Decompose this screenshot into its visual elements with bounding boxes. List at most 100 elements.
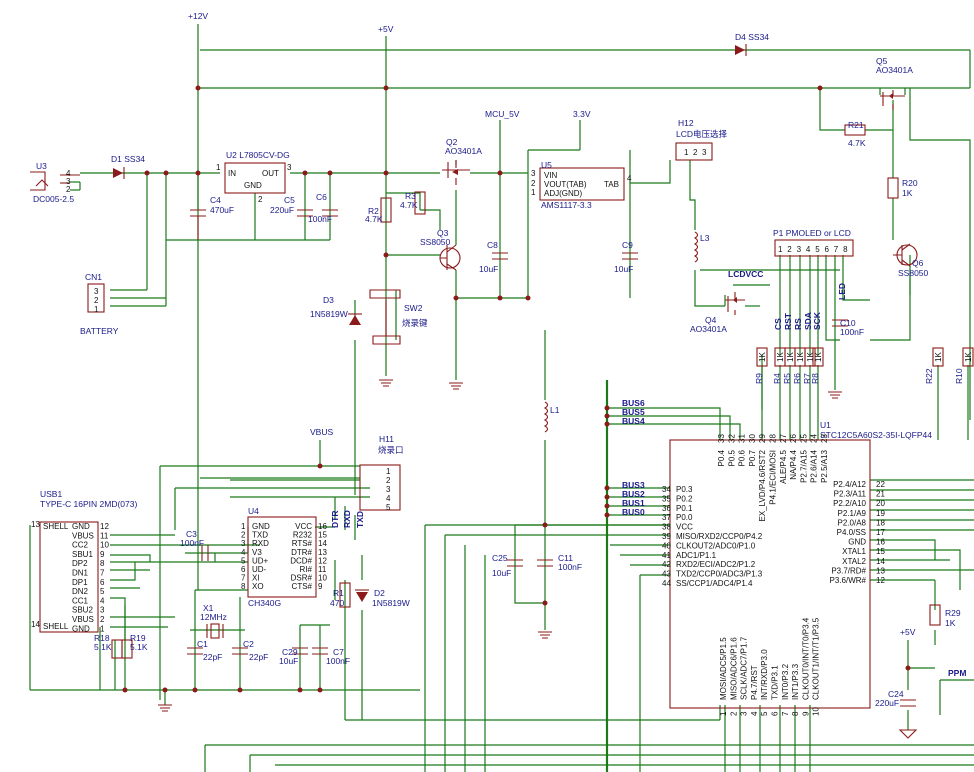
- c11-value: 100nF: [558, 562, 582, 572]
- u4-pin-name: DSR#: [291, 574, 313, 583]
- usb1-pin-num: 5: [100, 587, 105, 596]
- net-mcu5v: MCU_5V: [485, 109, 520, 119]
- net-bus1: BUS1: [622, 498, 645, 508]
- usb1-pin-name: GND: [72, 522, 90, 531]
- net-3v3: 3.3V: [573, 109, 591, 119]
- net-dtr: DTR: [330, 511, 340, 528]
- net-led: LED: [837, 283, 847, 300]
- usb1-pin-num: 8: [100, 559, 105, 568]
- u1-pin-name: SS/CCP1/ADC4/P1.4: [676, 579, 753, 588]
- u4-pin-num: 7: [241, 574, 246, 583]
- u1-pin-name: SCLK/ADC7/P1.7: [740, 636, 749, 700]
- u1-pin-name: TXD/P3.1: [771, 665, 780, 700]
- usb1-pin-num: 7: [100, 569, 105, 578]
- d3-value: 1N5819W: [310, 309, 348, 319]
- r21-ref: R21: [848, 120, 864, 130]
- u4-pin-name: RXD: [252, 539, 269, 548]
- u1-pin-name: ADC1/P1.1: [676, 551, 717, 560]
- u1-pin-name: P0.5: [727, 449, 736, 466]
- usb1-pin-num: 2: [100, 615, 105, 624]
- cn1-ref: CN1: [85, 272, 102, 282]
- c29-value: 10uF: [279, 656, 298, 666]
- u1-pin-name: MISO/RXD2/CCP0/P4.2: [676, 532, 763, 541]
- usb1-pin-name: CC1: [72, 596, 89, 605]
- u1-pin-name: RXD2/ECI/ADC2/P1.2: [676, 560, 756, 569]
- net-bus5: BUS5: [622, 407, 645, 417]
- u4-pin-num: 4: [241, 548, 246, 557]
- r29-ref: R29: [945, 608, 961, 618]
- c7-value: 100nF: [326, 656, 350, 666]
- u1-pin-name: P0.3: [676, 485, 693, 494]
- u4-pin-num: 15: [318, 531, 327, 540]
- x1-ref: X1: [203, 603, 214, 613]
- u1-pin-num: 35: [662, 494, 671, 503]
- p1-ref: P1 PMOLED or LCD: [773, 228, 851, 238]
- net-ppm: PPM: [948, 668, 966, 678]
- q4-ref: Q4: [705, 315, 717, 325]
- u1-pin-num: 43: [662, 570, 671, 579]
- u5-pin-num: 4: [627, 174, 632, 183]
- c24-ref: C24: [888, 689, 904, 699]
- u1-pin-name: MISO/ADC6/P1.6: [729, 637, 738, 700]
- u1-pin-num: 9: [801, 711, 810, 716]
- usb1-pin-num: 11: [100, 531, 109, 540]
- u4-pin-num: 1: [241, 522, 246, 531]
- r29-value: 1K: [945, 618, 956, 628]
- u4-pin-name: RTS#: [292, 539, 313, 548]
- u4-pin-num: 16: [318, 522, 327, 531]
- net-vbus: VBUS: [310, 427, 333, 437]
- u1-pin-name: P2.0/A8: [838, 518, 867, 527]
- c24-value: 220uF: [875, 698, 899, 708]
- u1-pin-num: 28: [769, 434, 778, 443]
- d1-ref: D1 SS34: [111, 154, 145, 164]
- u1-pin-name: P2.5/A13: [820, 449, 829, 482]
- sw2-ref: SW2: [404, 303, 423, 313]
- u4-pin-name: UD+: [252, 556, 269, 565]
- u4-pin-num: 2: [241, 531, 246, 540]
- c8-ref: C8: [487, 240, 498, 250]
- usb1-pin-name: DP2: [72, 559, 88, 568]
- c9-value: 10uF: [614, 264, 633, 274]
- u1-ref: U1: [820, 420, 831, 430]
- u1-pin-num: 38: [662, 523, 671, 532]
- u1-value: STC12C5A60S2-35I-LQFP44: [820, 430, 932, 440]
- u5-vin: VIN: [544, 171, 558, 180]
- usb1-pin-num: 10: [100, 541, 109, 550]
- u1-pin-name: EX_LVD/P4.6/RST2: [758, 449, 767, 521]
- u5-ref: U5: [541, 160, 552, 170]
- usb1-pin-num: 3: [100, 606, 105, 615]
- usb1-pin-name: VBUS: [72, 615, 94, 624]
- usb1-value: TYPE-C 16PIN 2MD(073): [40, 499, 137, 509]
- u1-pin-name: P2.3/A11: [834, 490, 867, 499]
- u2-pin-num: 2: [258, 195, 263, 204]
- net-bus0: BUS0: [622, 507, 645, 517]
- net-5v-bot: +5V: [900, 627, 916, 637]
- c4-ref: C4: [210, 195, 221, 205]
- u3-pin-num: 2: [66, 185, 71, 194]
- h11-value: 烧录口: [378, 445, 404, 455]
- u1-pin-name: P3.6/WR#: [830, 576, 867, 585]
- u1-pin-name: P0.7: [748, 449, 757, 466]
- q5-value: AO3401A: [876, 65, 913, 75]
- usb1-pin-num: 13: [31, 520, 40, 529]
- net-cs: CS: [773, 318, 783, 330]
- u4-pin-name: VCC: [295, 522, 312, 531]
- r3-value: 4.7K: [400, 200, 418, 210]
- u4-pin-name: UD-: [252, 565, 267, 574]
- u1-pin-num: 27: [779, 434, 788, 443]
- r4-ref: R4: [772, 373, 782, 384]
- u4-pin-num: 13: [318, 548, 327, 557]
- u1-pin-num: 19: [876, 509, 885, 518]
- sw2-value: 烧录键: [402, 318, 428, 328]
- l1-ref: L1: [550, 405, 560, 415]
- u1-pin-num: 22: [876, 480, 885, 489]
- usb1-pin-name: SHELL: [43, 522, 69, 531]
- u2-ref: U2 L7805CV-DG: [226, 150, 290, 160]
- p1-pin-num: 3: [797, 245, 802, 254]
- l3-ref: L3: [700, 233, 710, 243]
- net-bus2: BUS2: [622, 489, 645, 499]
- r8-value: 1K: [814, 352, 823, 362]
- r6-value: 1K: [796, 352, 805, 362]
- u2-pin-num: 1: [216, 163, 221, 172]
- u1-pin-name: P0.4: [717, 449, 726, 466]
